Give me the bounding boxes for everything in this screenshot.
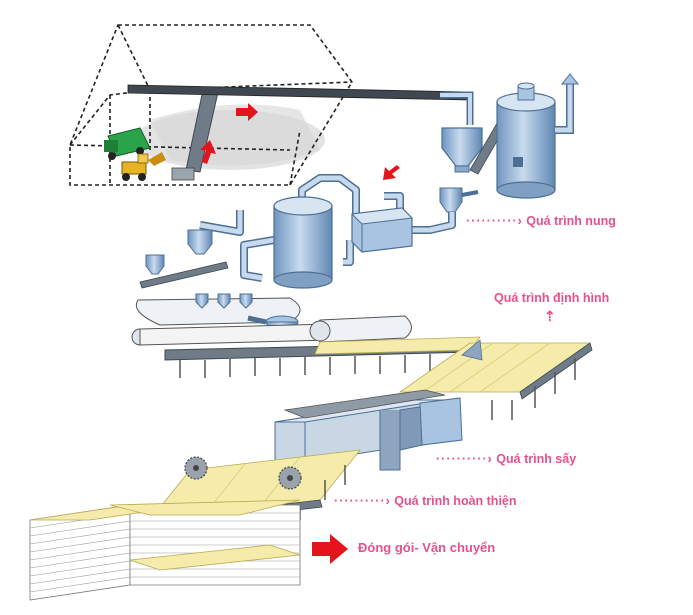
calcination-label-text: Quá trình nung bbox=[526, 214, 616, 228]
stacked-boards bbox=[29, 499, 301, 601]
red-arrow-icon bbox=[312, 534, 348, 564]
red-arrow-icon bbox=[200, 103, 400, 180]
forming-line bbox=[131, 293, 481, 378]
packing-label-text: Đóng gói- Vận chuyển bbox=[358, 540, 496, 555]
up-arrow-icon: ⇡ bbox=[544, 308, 556, 324]
storage-silo-and-bin bbox=[139, 174, 456, 289]
raw-material-warehouse bbox=[69, 24, 471, 186]
finishing-stage-label: ··········› Quá trình hoàn thiện bbox=[334, 494, 517, 508]
drying-label-text: Quá trình sấy bbox=[496, 452, 577, 466]
dotted-arrow: ··········› bbox=[436, 452, 493, 466]
transfer-conveyor bbox=[398, 339, 593, 420]
dotted-arrow: ··········› bbox=[334, 494, 391, 508]
finishing-label-text: Quá trình hoàn thiện bbox=[394, 494, 517, 508]
forming-stage-label: Quá trình định hình ⇡ bbox=[494, 291, 609, 323]
circular-saw-icon bbox=[184, 456, 302, 490]
packing-stage-label: Đóng gói- Vận chuyển bbox=[358, 540, 495, 555]
dotted-arrow: ··········› bbox=[466, 214, 523, 228]
calcination-unit bbox=[439, 73, 580, 213]
dump-truck-icon bbox=[104, 127, 151, 160]
drying-stage-label: ··········› Quá trình sấy bbox=[436, 452, 576, 466]
calcination-stage-label: ··········› Quá trình nung bbox=[466, 214, 616, 228]
forming-label-text: Quá trình định hình bbox=[494, 291, 610, 305]
dryer-unit bbox=[274, 389, 463, 471]
front-loader-icon bbox=[121, 152, 166, 181]
